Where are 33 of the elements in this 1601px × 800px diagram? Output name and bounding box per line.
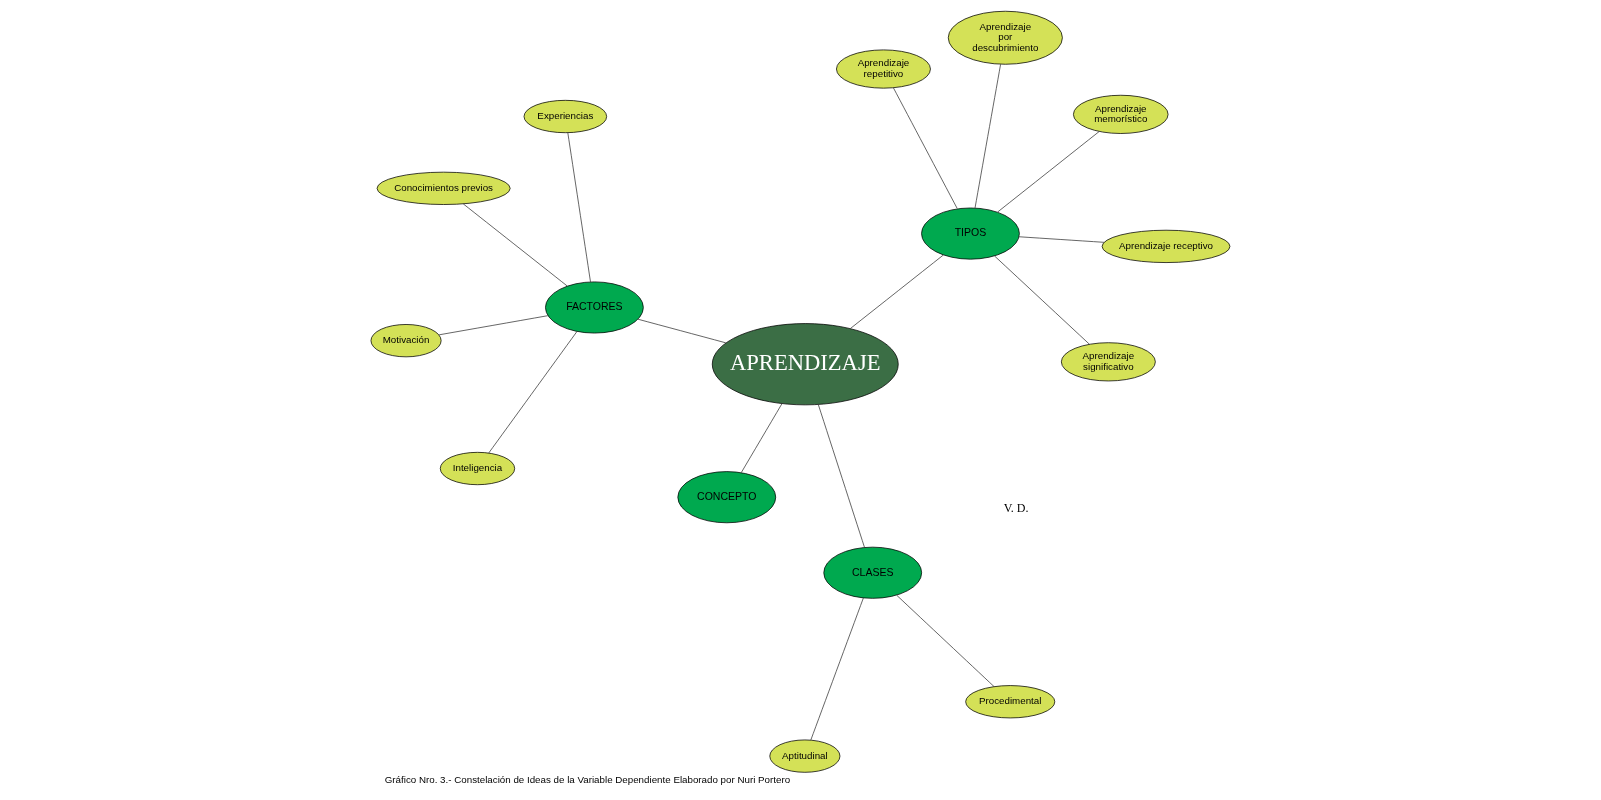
node-ellipse: Aprendizaje memorístico <box>1073 94 1169 134</box>
node-ellipse: Aprendizaje repetitivo <box>836 49 931 89</box>
node-ellipse: Aptitudinal <box>769 739 841 773</box>
node-ellipse: Conocimientos previos <box>376 171 511 205</box>
connector <box>1018 236 1105 243</box>
node-ellipse: Experiencias <box>523 99 608 134</box>
connector <box>974 63 1001 209</box>
node-ellipse: Aprendizaje por descubrimiento <box>947 10 1063 65</box>
node-ellipse: TIPOS <box>921 207 1020 260</box>
node-ellipse: CONCEPTO <box>677 471 777 524</box>
node-ellipse: FACTORES <box>545 281 644 334</box>
caption: Gráfico Nro. 3.- Constelación de Ideas de la Variable Dependiente Elaborado por Nuri Portero <box>384 774 791 786</box>
connector <box>810 597 864 741</box>
connector <box>488 331 578 454</box>
node-ellipse: Inteligencia <box>439 451 516 486</box>
connector <box>817 404 865 548</box>
connector <box>740 403 783 474</box>
node-ellipse: Motivación <box>370 324 442 358</box>
node-ellipse: Procedimental <box>965 685 1056 719</box>
node-ellipse: APRENDIZAJE <box>711 323 899 406</box>
node-ellipse: Aprendizaje significativo <box>1060 342 1156 382</box>
connector <box>994 255 1090 345</box>
connector <box>893 87 958 209</box>
connector <box>567 132 591 283</box>
connector <box>997 131 1100 213</box>
node-ellipse: Aprendizaje receptivo <box>1101 229 1231 263</box>
connector <box>438 315 549 336</box>
connector <box>637 318 727 344</box>
connector <box>896 594 995 687</box>
connector <box>850 254 944 329</box>
node-ellipse: CLASES <box>823 546 922 599</box>
label: V. D. <box>1003 500 1029 515</box>
connector <box>462 203 568 287</box>
